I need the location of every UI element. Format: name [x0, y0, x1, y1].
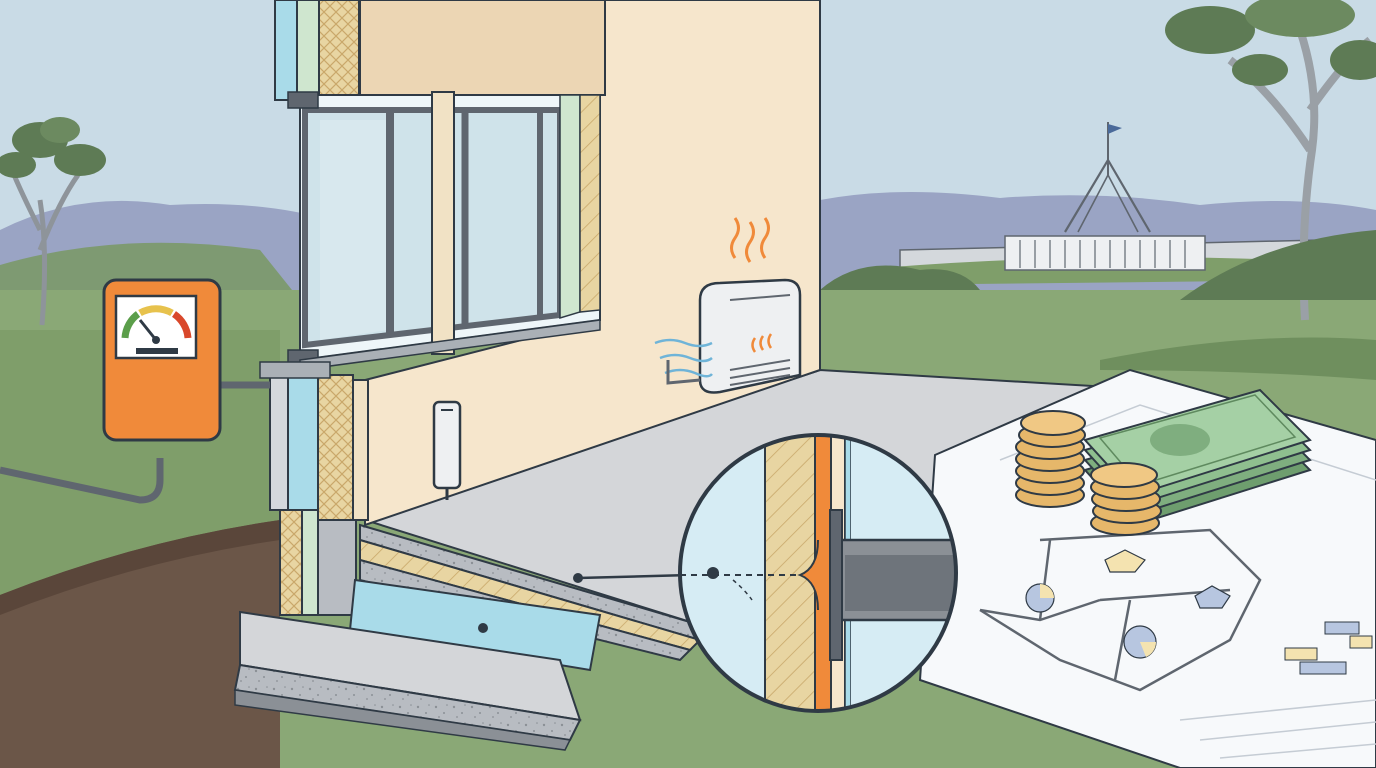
eucalyptus-tree-icon [0, 117, 106, 326]
thermostat-icon[interactable] [432, 400, 462, 500]
shrubs [1180, 230, 1376, 300]
callout-dot [573, 573, 583, 583]
soil-dark-band [0, 520, 280, 615]
parliament-house-icon [880, 122, 1330, 285]
eucalyptus-tree-right-icon [1165, 0, 1376, 321]
slab-footing [233, 523, 702, 751]
grass-dark-patch [1100, 337, 1376, 380]
mid-hills [0, 242, 300, 300]
wall-section-layers [269, 0, 369, 616]
double-glazed-window[interactable] [259, 91, 601, 379]
callout-leader [577, 573, 691, 580]
coins-icon [1015, 410, 1162, 536]
heater-icon[interactable] [654, 217, 802, 394]
energy-meter-icon[interactable] [0, 278, 270, 504]
wall-upper-panel [359, 0, 606, 96]
shrubs-left-parliament [820, 265, 980, 290]
